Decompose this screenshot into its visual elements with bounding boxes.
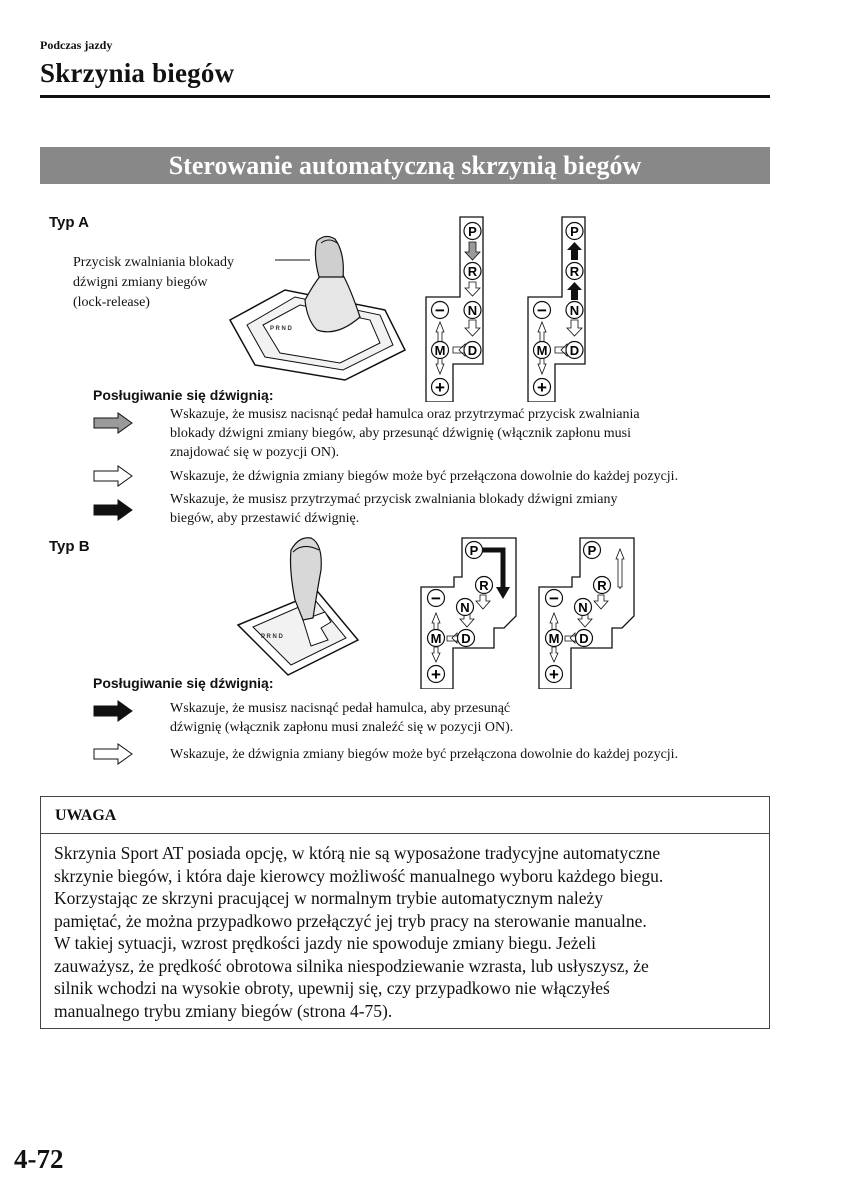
gear-d: D [579,631,588,646]
legend-line: Wskazuje, że dźwignia zmiany biegów może… [170,469,679,484]
page-number: 4-72 [14,1144,64,1174]
gear-minus: − [549,589,559,608]
gear-minus: − [431,589,441,608]
white-arrow-icon [93,743,133,765]
note-line: silnik wchodzi na wysokie obroty, upewni… [54,978,610,998]
gear-n: N [468,303,477,318]
gear-n: N [578,600,587,615]
gear-p: P [468,224,477,239]
gear-n: N [460,600,469,615]
header-rule [40,95,770,98]
note-line: Korzystając ze skrzyni pracującej w norm… [54,888,604,908]
gear-m: M [549,631,560,646]
svg-text:P R N D: P R N D [261,634,284,640]
legend-item-b-black: Wskazuje, że musisz nacisnąć pedał hamul… [170,699,513,737]
gear-plus: + [549,665,559,684]
type-b-label: Typ B [49,538,90,555]
legend-line: dźwignię (włącznik zapłonu musi znaleźć … [170,720,514,735]
black-arrow-icon [93,700,133,722]
legend-item-a-white: Wskazuje, że dźwignia zmiany biegów może… [170,467,678,486]
gear-plus: + [435,378,445,397]
gate-diagram-b2: P R N D M − + [538,537,635,689]
gray-arrow-icon [93,412,133,434]
white-arrow-icon [93,465,133,487]
svg-text:P R N D: P R N D [270,326,293,332]
gear-m: M [435,343,446,358]
gate-diagram-b1: P R N D M − + [420,537,517,689]
legend-item-a-gray: Wskazuje, że musisz nacisnąć pedał hamul… [170,405,640,462]
gear-m: M [431,631,442,646]
shifter-illustration-a: P R N D [228,235,407,381]
gear-d: D [570,343,579,358]
legend-line: Wskazuje, że musisz nacisnąć pedał hamul… [170,701,511,716]
gear-n: N [570,303,579,318]
gate-diagram-a1: P R N D M − + [425,216,484,402]
legend-line: znajdować się w pozycji ON). [170,445,340,460]
gear-r: R [570,264,580,279]
gear-r: R [597,578,607,593]
note-heading-bar: UWAGA [40,796,770,834]
note-line: zauważysz, że prędkość obrotowa silnika … [54,955,649,976]
gear-m: M [537,343,548,358]
callout-line: (lock-release) [73,295,150,310]
legend-item-b-white: Wskazuje, że dźwignia zmiany biegów może… [170,745,678,764]
note-body: Skrzynia Sport AT posiada opcję, w którą… [54,842,758,1022]
gear-p: P [470,543,479,558]
lock-release-callout: Przycisk zwalniania blokady dźwigni zmia… [73,253,234,313]
section-banner: Sterowanie automatyczną skrzynią biegów [40,147,770,184]
gear-d: D [468,343,477,358]
note-line: manualnego trybu zmiany biegów (strona 4… [54,1000,393,1021]
note-line: W takiej sytuacji, wzrost prędkości jazd… [54,933,597,953]
gear-r: R [468,264,478,279]
gear-plus: + [537,378,547,397]
black-arrow-icon [93,499,133,521]
legend-title-b: Posługiwanie się dźwignią: [93,675,274,691]
gate-diagram-a2: P R N D M − + [527,216,586,402]
gear-plus: + [431,665,441,684]
callout-line: Przycisk zwalniania blokady [73,255,234,270]
gear-minus: − [435,301,445,320]
legend-line: biegów, aby przestawić dźwignię. [170,511,360,526]
legend-line: blokady dźwigni zmiany biegów, aby przes… [170,426,631,441]
note-line: Skrzynia Sport AT posiada opcję, w którą… [54,843,661,863]
note-line: pamiętać, że można przypadkowo przełączy… [54,910,647,931]
type-a-label: Typ A [49,214,89,231]
gear-p: P [588,543,597,558]
legend-line: Wskazuje, że dźwignia zmiany biegów może… [170,747,679,762]
legend-item-a-black: Wskazuje, że musisz przytrzymać przycisk… [170,490,617,528]
shifter-illustration-b: P R N D [236,537,360,676]
legend-title-a: Posługiwanie się dźwignią: [93,387,274,403]
gear-minus: − [537,301,547,320]
gear-p: P [570,224,579,239]
callout-line: dźwigni zmiany biegów [73,275,208,290]
note-line: skrzynie biegów, i która daje kierowcy m… [54,865,664,886]
legend-line: Wskazuje, że musisz nacisnąć pedał hamul… [170,407,640,422]
legend-line: Wskazuje, że musisz przytrzymać przycisk… [170,492,618,507]
gear-r: R [479,578,489,593]
chapter-title: Skrzynia biegów [40,58,235,88]
note-heading: UWAGA [55,807,117,824]
gear-d: D [461,631,470,646]
breadcrumb: Podczas jazdy [40,38,113,52]
